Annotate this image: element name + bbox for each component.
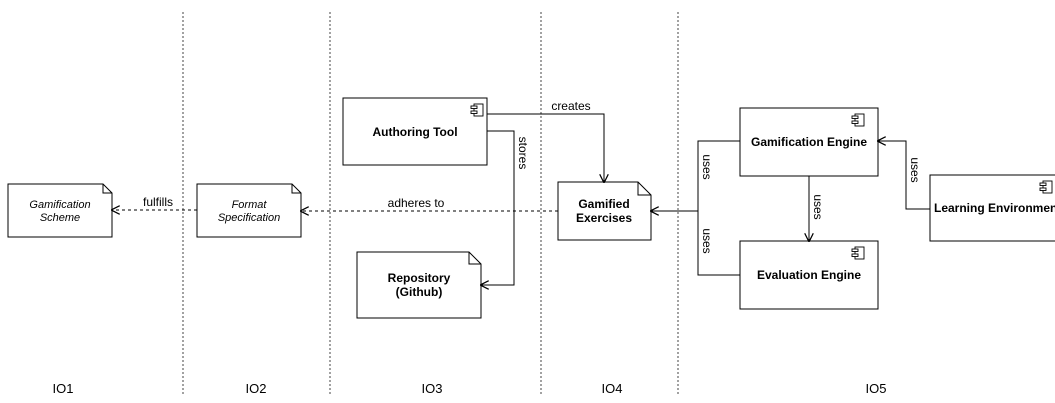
format-specification-label-line2: Specification [218, 212, 280, 224]
column-label-io3: IO3 [422, 381, 443, 396]
format-specification-label-line1: Format [232, 199, 268, 211]
repository-document: Repository (Github) [356, 251, 482, 319]
learning-environment-label: Learning Environment [934, 201, 1055, 215]
gamification-scheme-label-line1: Gamification [29, 199, 90, 211]
edge-label-adheres-to: adheres to [388, 196, 445, 210]
edge-creates [487, 113, 604, 182]
edge-label-uses-le-ge: uses [908, 157, 922, 182]
column-label-io1: IO1 [53, 381, 74, 396]
edge-label-creates: creates [551, 99, 590, 113]
column-label-io4: IO4 [602, 381, 623, 396]
gamified-exercises-label-line2: Exercises [576, 211, 632, 225]
edge-uses-learning-to-gamification [878, 141, 930, 210]
repository-label-line1: Repository [388, 271, 451, 285]
edge-uses-gamification-engine-to-exercises [697, 140, 740, 276]
column-label-io5: IO5 [866, 381, 887, 396]
edge-label-stores: stores [516, 137, 530, 170]
authoring-tool-label: Authoring Tool [372, 125, 457, 139]
evaluation-engine-component: Evaluation Engine [739, 240, 879, 310]
edge-label-uses-ee-left: uses [700, 228, 714, 253]
gamification-scheme-label-line2: Scheme [40, 212, 80, 224]
edge-label-fulfills: fulfills [143, 195, 173, 209]
edge-label-uses-ge-left: uses [700, 154, 714, 179]
gamification-engine-label: Gamification Engine [751, 135, 867, 149]
repository-label-line2: (Github) [396, 285, 443, 299]
edge-label-uses-ge-ee: uses [811, 194, 825, 219]
edge-stores [481, 130, 515, 285]
learning-environment-component: Learning Environment [929, 174, 1055, 242]
column-label-io2: IO2 [246, 381, 267, 396]
format-specification-document: Format Specification [196, 183, 302, 238]
evaluation-engine-label: Evaluation Engine [757, 268, 861, 282]
gamified-exercises-document: Gamified Exercises [557, 181, 652, 241]
gamification-engine-component: Gamification Engine [739, 107, 879, 177]
gamification-scheme-document: Gamification Scheme [7, 183, 113, 238]
gamified-exercises-label-line1: Gamified [578, 197, 629, 211]
authoring-tool-component: Authoring Tool [342, 97, 488, 166]
